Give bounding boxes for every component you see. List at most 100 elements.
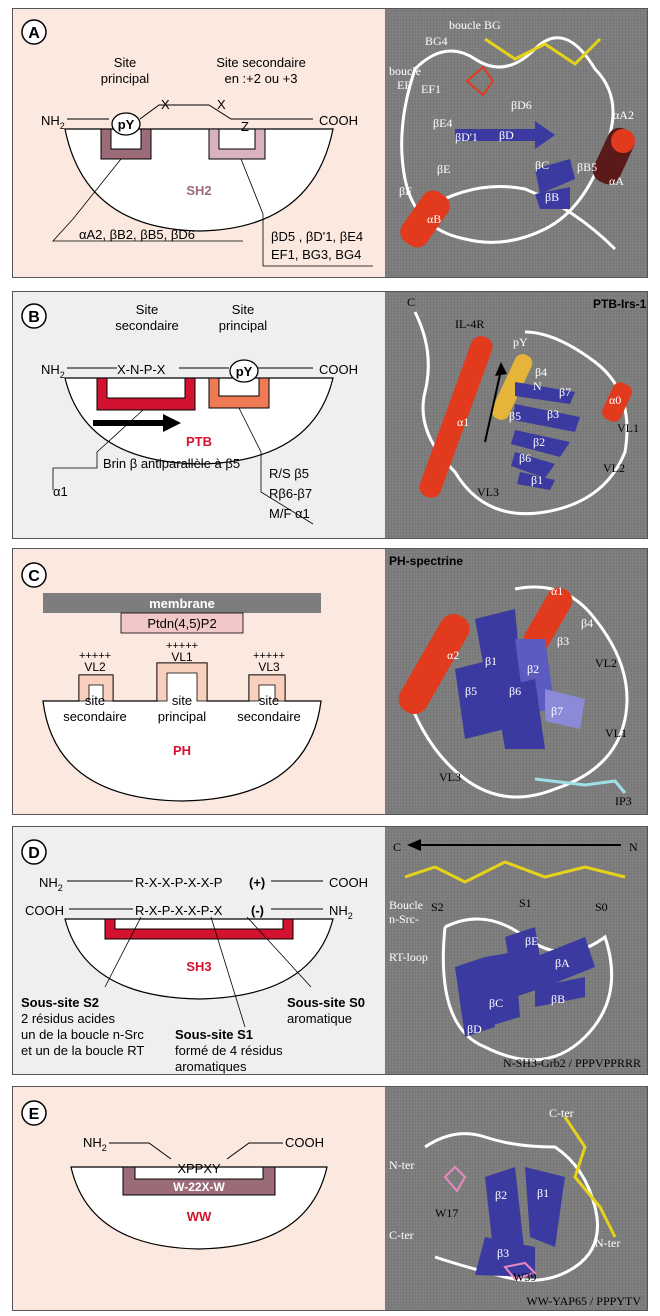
panel-e-letter: E xyxy=(29,1106,40,1123)
s1-l2: aromatiques xyxy=(175,1059,247,1074)
nh2-label: NH2 xyxy=(41,113,65,131)
sh3-domain-label: SH3 xyxy=(186,959,211,974)
ptb-b6: β6 xyxy=(519,451,531,465)
panel-a-schematic: A Site principal Site secondaire en :+2 … xyxy=(13,9,385,277)
peptide-sticks xyxy=(484,37,602,66)
z-label: Z xyxy=(241,119,249,134)
panel-a-structure-svg: boucle BG BG4 boucle EF EF1 βE4 βD'1 βD6… xyxy=(389,18,635,251)
boucle-bg-label: boucle BG xyxy=(449,18,501,32)
sh3-bc: βC xyxy=(489,996,503,1010)
strand-bc xyxy=(535,159,575,194)
sh3-minus-sign: (-) xyxy=(251,903,264,918)
residues-left: αA2, βB2, βB5, βD6 xyxy=(79,227,195,242)
residues-right-1: βD5 , βD'1, βE4 xyxy=(271,229,363,244)
il4r-label: IL-4R xyxy=(455,317,484,331)
ptb-b3: β3 xyxy=(547,407,559,421)
ptb-c-label: C xyxy=(407,295,415,309)
panel-a-structure: boucle BG BG4 boucle EF EF1 βE4 βD'1 βD6… xyxy=(385,9,647,277)
sh2-primary-pocket xyxy=(100,128,152,160)
strand-bb xyxy=(535,187,570,209)
sh3-strand-be xyxy=(505,927,545,997)
ptb-b4: β4 xyxy=(535,365,547,379)
ww-motif: XPPXY xyxy=(177,1161,221,1176)
panel-a-svg: A Site principal Site secondaire en :+2 … xyxy=(21,19,373,267)
site3-l1: site xyxy=(259,693,279,708)
panel-c-letter-circle xyxy=(21,562,47,588)
ptb-vl3: VL3 xyxy=(477,485,499,499)
s1-title: Sous-site S1 xyxy=(175,1027,253,1042)
s2-l1: 2 résidus acides xyxy=(21,1011,115,1026)
ptb-strand-note: Brin β antiparallèle à β5 xyxy=(103,456,240,471)
helix-aa-cap xyxy=(611,129,635,153)
panel-d-schematic: D NH2 R-X-X-P-X-X-P (+) COOH COOH R-X-P-… xyxy=(13,827,385,1074)
strand-bd xyxy=(455,121,555,149)
ph-domain-label: PH xyxy=(173,743,191,758)
ww-pocket-label: W-22X-W xyxy=(173,1180,225,1194)
ww-strand-b1 xyxy=(525,1167,565,1247)
panel-b-letter: B xyxy=(28,309,40,326)
py-residue xyxy=(111,112,141,136)
sh3-strand-bd xyxy=(455,957,495,1037)
panel-e-svg: E NH2 COOH XPPXY W-22X-W WW xyxy=(21,1100,328,1250)
ptb-struct-arrowhead xyxy=(495,362,507,376)
ph-b3: β3 xyxy=(557,634,569,648)
ww-line-right xyxy=(226,1142,283,1160)
ptb-res1: R/S β5 xyxy=(269,466,309,481)
strand-b7 xyxy=(545,689,585,729)
sh3-be: βE xyxy=(525,934,538,948)
x2-label: X xyxy=(217,97,226,112)
panel-b-schematic: B Site secondaire Site principal PTB NH2… xyxy=(13,292,385,538)
panel-c-structure-svg: PH-spectrine α1 β4 α2 β3 β1 β2 VL2 β5 β6… xyxy=(389,554,632,808)
ptb-leader-left xyxy=(52,409,144,490)
s0-title: Sous-site S0 xyxy=(287,995,365,1010)
helix-alpha1 xyxy=(419,336,493,498)
ptb-leader-right xyxy=(238,407,314,525)
sh3-ba: βA xyxy=(555,956,570,970)
panel-e-schematic: E NH2 COOH XPPXY W-22X-W WW xyxy=(13,1087,385,1310)
membrane-bar xyxy=(43,593,321,613)
ptb-a0: α0 xyxy=(609,393,621,407)
strand-b6 xyxy=(495,679,545,749)
panel-c-structure: PH-spectrine α1 β4 α2 β3 β1 β2 VL2 β5 β6… xyxy=(385,549,647,814)
helix-alpha0 xyxy=(602,382,632,422)
panel-c-schematic: C membrane Ptdn(4,5)P2 +++++ VL2 +++++ V… xyxy=(13,549,385,814)
ptb-site-principal-2: principal xyxy=(219,318,268,333)
residue-ef1 xyxy=(465,65,495,97)
ptb-b2: β2 xyxy=(533,435,545,449)
s2-leader xyxy=(104,916,142,988)
ph-a2: α2 xyxy=(447,648,459,662)
leader-left xyxy=(52,158,243,242)
ptb-cooh: COOH xyxy=(319,362,358,377)
sh3-rtloop: RT-loop xyxy=(389,950,428,964)
ww-cter-left: C-ter xyxy=(389,1228,414,1242)
sh3-s2: S2 xyxy=(431,900,444,914)
ptb-b7: β7 xyxy=(559,385,571,399)
aa2-label: αA2 xyxy=(613,108,634,122)
ph-vl2: VL2 xyxy=(595,656,617,670)
ptb-strand-arrow xyxy=(93,414,181,432)
ligand-helix xyxy=(491,354,533,420)
panel-d-structure-svg: C N Boucle n-Src- S2 S1 S0 βE RT-loop βA… xyxy=(389,839,641,1070)
ptb-b1: β1 xyxy=(531,473,543,487)
sh2-domain-label: SH2 xyxy=(186,183,211,198)
ptb-alpha1: α1 xyxy=(53,484,68,499)
ef1-label: EF1 xyxy=(421,82,441,96)
ip3-sticks xyxy=(534,777,627,794)
ptb-irs-title: PTB-Irs-1 xyxy=(593,297,647,311)
panel-d: D NH2 R-X-X-P-X-X-P (+) COOH COOH R-X-P-… xyxy=(12,826,648,1075)
ww-nter-right: N-ter xyxy=(595,1236,620,1250)
ww-coil xyxy=(424,1132,599,1282)
sh3-nh2-top: NH2 xyxy=(39,875,63,893)
ww-w17-residue xyxy=(443,1165,467,1193)
ww-peptide xyxy=(563,1116,617,1238)
vl1-label: VL1 xyxy=(171,650,193,664)
sh3-boucle: Boucle xyxy=(389,898,423,912)
bg4-label: BG4 xyxy=(425,34,448,48)
ptb-vl2: VL2 xyxy=(603,461,625,475)
ww-cooh: COOH xyxy=(285,1135,324,1150)
panel-e-structure-svg: C-ter N-ter β1 β2 W17 C-ter N-ter β3 W39… xyxy=(389,1106,641,1308)
site2-l2: principal xyxy=(158,709,207,724)
panel-e-letter-circle xyxy=(21,1100,47,1126)
ww-b3: β3 xyxy=(497,1246,509,1260)
panel-a-letter-circle xyxy=(21,19,47,45)
